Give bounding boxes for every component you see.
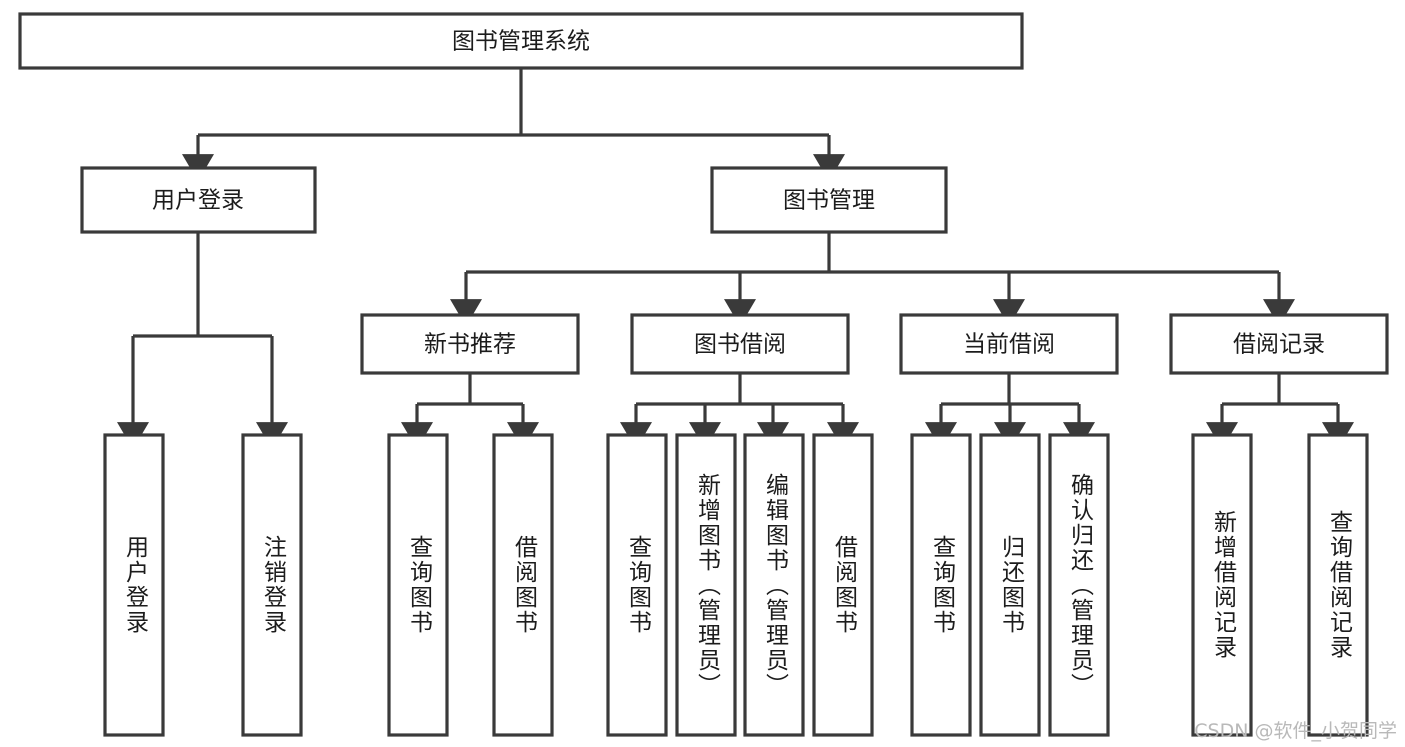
leaf-box-current-1[interactable] xyxy=(910,433,972,737)
node-book-management[interactable] xyxy=(710,166,948,234)
leaf-box-recommend-1[interactable] xyxy=(387,433,449,737)
node-new-book-recommend[interactable] xyxy=(360,313,580,375)
node-book-borrow[interactable] xyxy=(630,313,850,375)
leaf-box-user-login-1[interactable] xyxy=(103,433,165,737)
leaf-box-current-3[interactable] xyxy=(1048,433,1110,737)
node-borrow-record[interactable] xyxy=(1169,313,1389,375)
node-current-borrow[interactable] xyxy=(899,313,1119,375)
node-borrow-record-label: 借阅记录 xyxy=(1233,332,1325,358)
node-current-borrow-label: 当前借阅 xyxy=(963,332,1055,358)
leaf-box-borrow-4[interactable] xyxy=(812,433,874,737)
leaf-box-record-2[interactable] xyxy=(1307,433,1369,737)
leaf-box-current-2[interactable] xyxy=(979,433,1041,737)
leaf-box-record-1[interactable] xyxy=(1191,433,1253,737)
leaf-box-user-login-2[interactable] xyxy=(241,433,303,737)
node-book-borrow-label: 图书借阅 xyxy=(694,332,786,358)
leaf-box-borrow-1[interactable] xyxy=(606,433,668,737)
watermark-text: CSDN @软件_小贺同学 xyxy=(1194,720,1397,742)
leaf-box-recommend-2[interactable] xyxy=(492,433,554,737)
node-new-book-recommend-label: 新书推荐 xyxy=(424,332,516,358)
leaf-box-borrow-3[interactable] xyxy=(743,433,805,737)
node-root[interactable] xyxy=(18,12,1024,70)
leaf-box-borrow-2[interactable] xyxy=(675,433,737,737)
node-book-management-label: 图书管理 xyxy=(783,188,875,214)
node-user-login-label: 用户登录 xyxy=(152,188,244,214)
node-root-label: 图书管理系统 xyxy=(452,29,590,55)
